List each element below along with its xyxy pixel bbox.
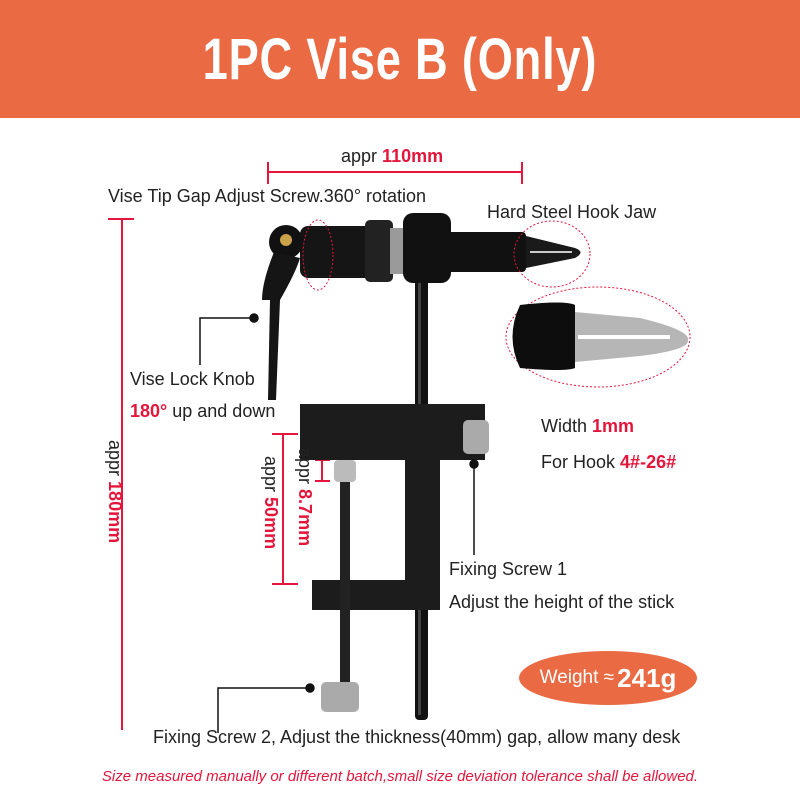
hook-jaw-callout: Hard Steel Hook Jaw (487, 202, 657, 222)
fixing-screw-1-desc: Adjust the height of the stick (449, 592, 675, 612)
screw-head (334, 460, 356, 482)
clamp-dimension-label: appr 50mm (261, 456, 281, 550)
size-disclaimer: Size measured manually or different batc… (101, 768, 699, 785)
fixing-screw-1-title: Fixing Screw 1 (449, 559, 568, 579)
lock-knob-desc: 180° up and down (130, 401, 276, 421)
jaw-closeup (505, 286, 691, 388)
hook-range: For Hook 4#-26# (541, 452, 677, 472)
swivel-block (403, 213, 451, 283)
jaw-tube (446, 232, 526, 272)
height-dimension-label: appr 180mm (105, 440, 125, 544)
fixing-screw-1 (463, 420, 489, 454)
c-clamp (300, 404, 485, 610)
fixing-screw-2 (321, 682, 359, 712)
weight-badge: Weight ≈ 241g (519, 651, 697, 705)
lock-knob-title: Vise Lock Knob (130, 369, 255, 389)
width-dimension-label: appr 110mm (341, 146, 444, 166)
tip-gap-screw (300, 226, 380, 278)
height-dimension-line (108, 218, 134, 730)
tip-gap-callout: Vise Tip Gap Adjust Screw.360° rotation (108, 186, 427, 206)
title-banner: 1PC Vise B (Only) (0, 0, 800, 118)
screw-dimension-line (315, 459, 330, 482)
screw-dimension-label: appr 8.7mm (295, 448, 315, 547)
jaw-width: Width 1mm (541, 416, 635, 436)
fixing-screw-2-callout: Fixing Screw 2, Adjust the thickness(40m… (153, 727, 681, 747)
page-title: 1PC Vise B (Only) (202, 26, 598, 92)
width-dimension-line (267, 162, 523, 184)
clamp-dimension-line (272, 433, 298, 585)
